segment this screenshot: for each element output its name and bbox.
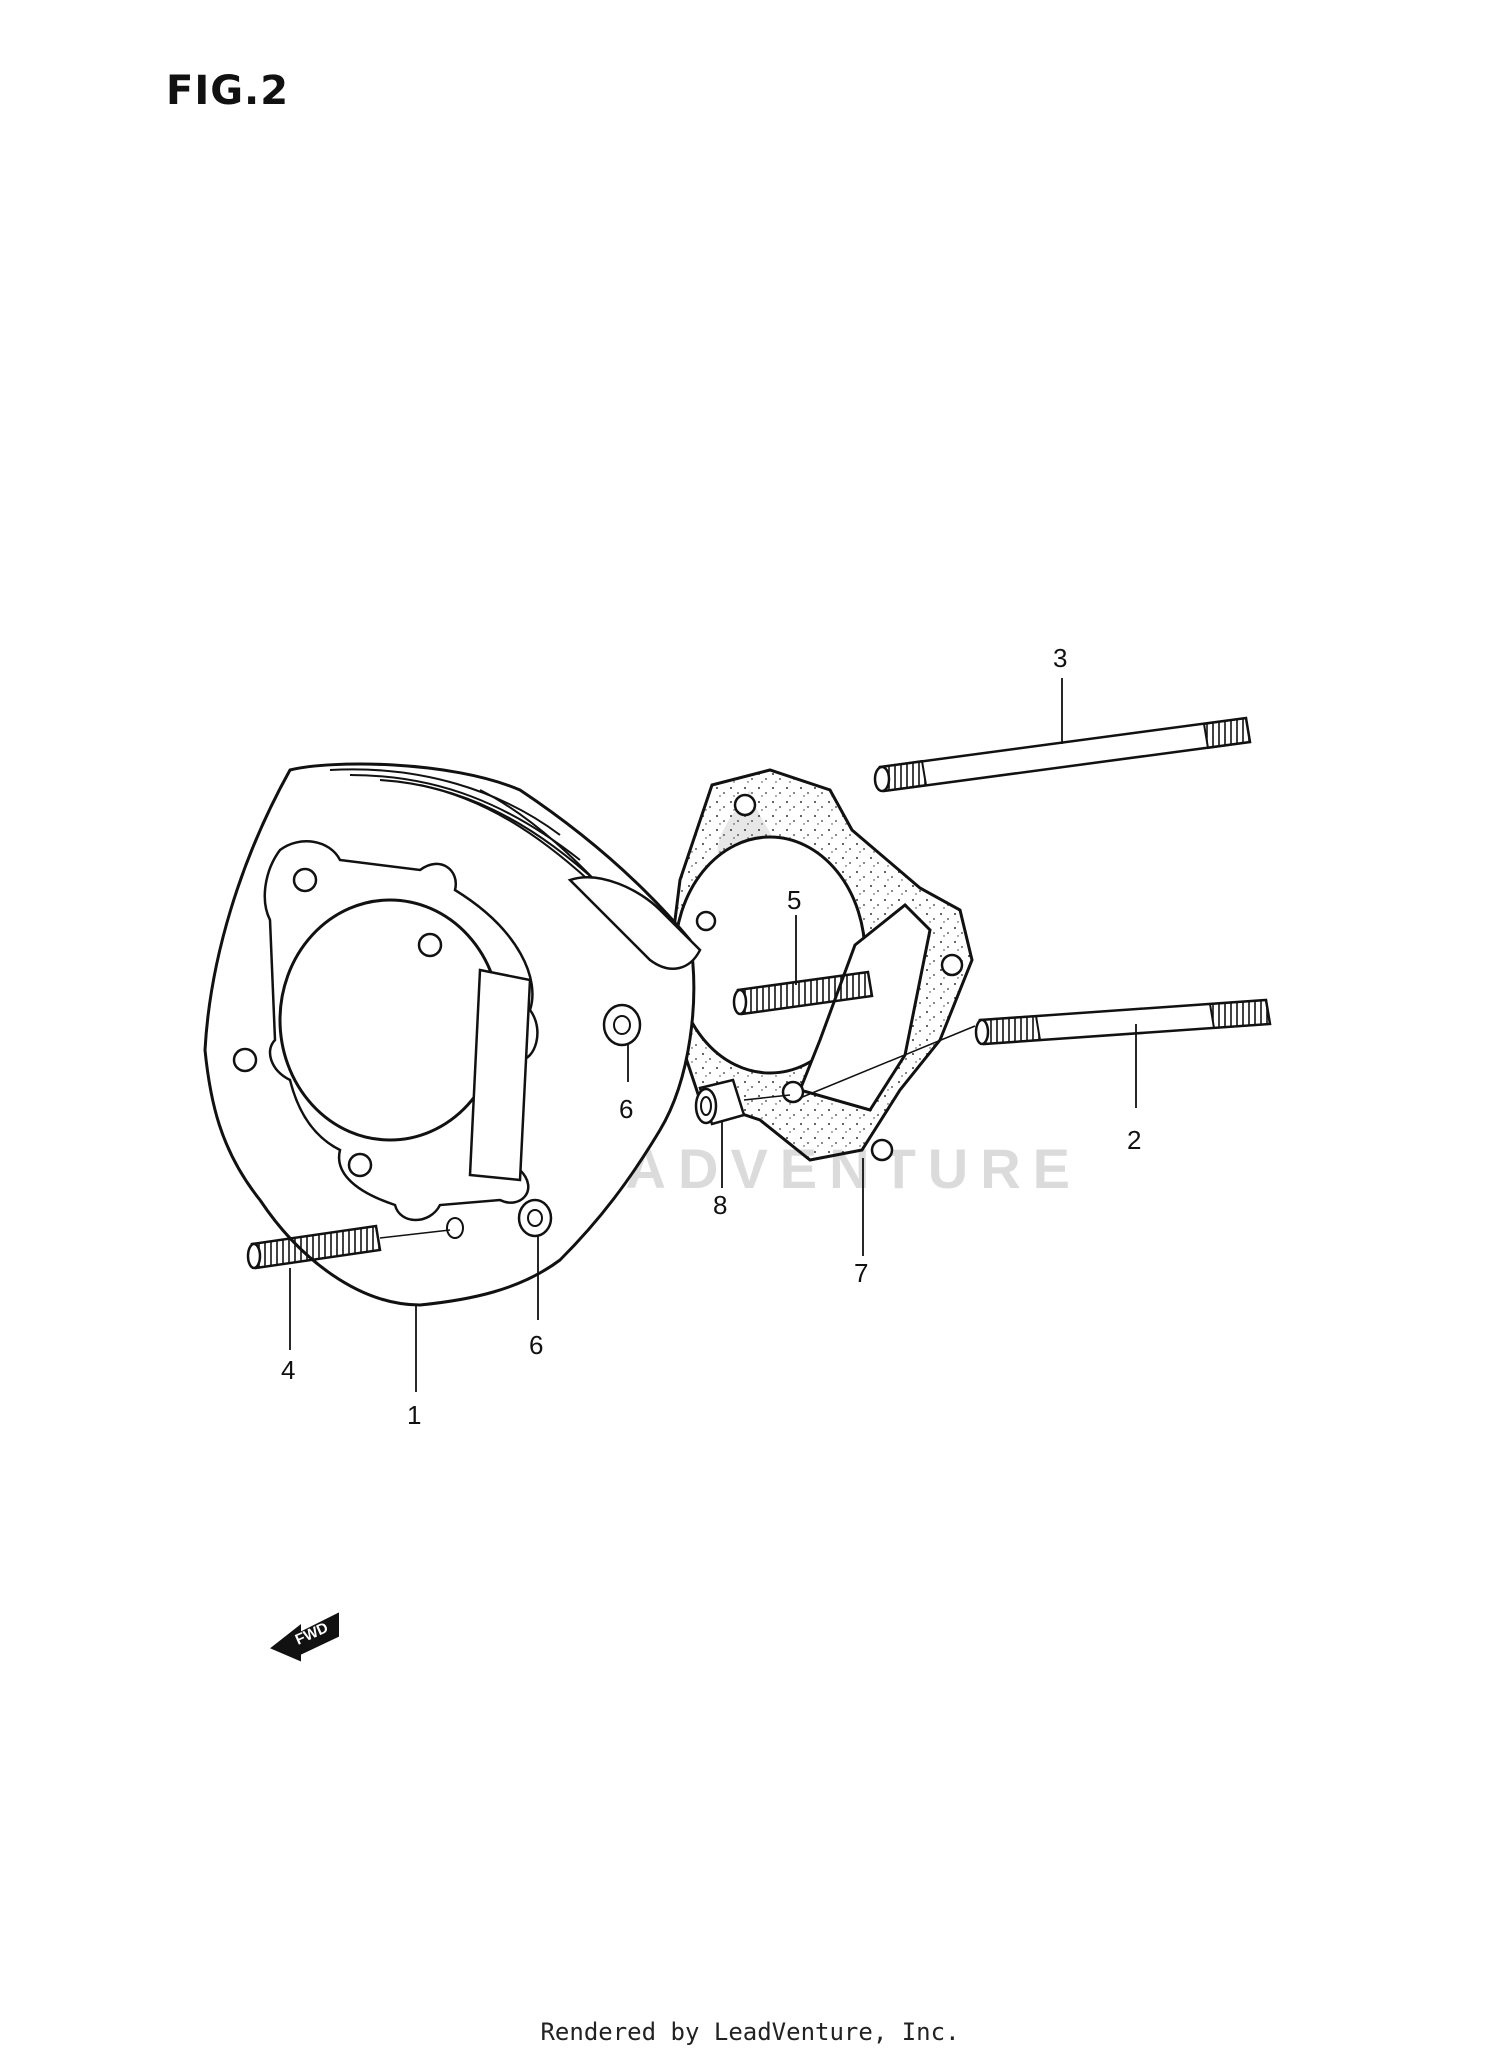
stud-part-2 xyxy=(799,998,1272,1099)
callout-labels: 3 5 6 2 8 7 4 1 6 xyxy=(281,643,1141,1430)
callout-1: 1 xyxy=(407,1400,421,1430)
gasket-part-7 xyxy=(668,768,974,1162)
cylinder-part-1 xyxy=(203,762,702,1307)
footer-credit: Rendered by LeadVenture, Inc. xyxy=(540,2018,960,2046)
callout-6-upper: 6 xyxy=(619,1094,633,1124)
forward-direction-marker: FWD xyxy=(270,1612,339,1662)
callout-2: 2 xyxy=(1127,1125,1141,1155)
callout-4: 4 xyxy=(281,1355,295,1385)
dowel-part-8 xyxy=(694,1078,791,1126)
figure-title: FIG.2 xyxy=(166,68,290,114)
callout-3: 3 xyxy=(1053,643,1067,673)
callout-7: 7 xyxy=(854,1258,868,1288)
stud-part-5 xyxy=(732,970,874,1016)
leader-lines xyxy=(289,678,1137,1392)
callout-5: 5 xyxy=(787,885,801,915)
stud-part-4 xyxy=(246,1224,451,1270)
callout-6-lower: 6 xyxy=(529,1330,543,1360)
callout-8: 8 xyxy=(713,1190,727,1220)
stud-part-3 xyxy=(873,716,1252,793)
